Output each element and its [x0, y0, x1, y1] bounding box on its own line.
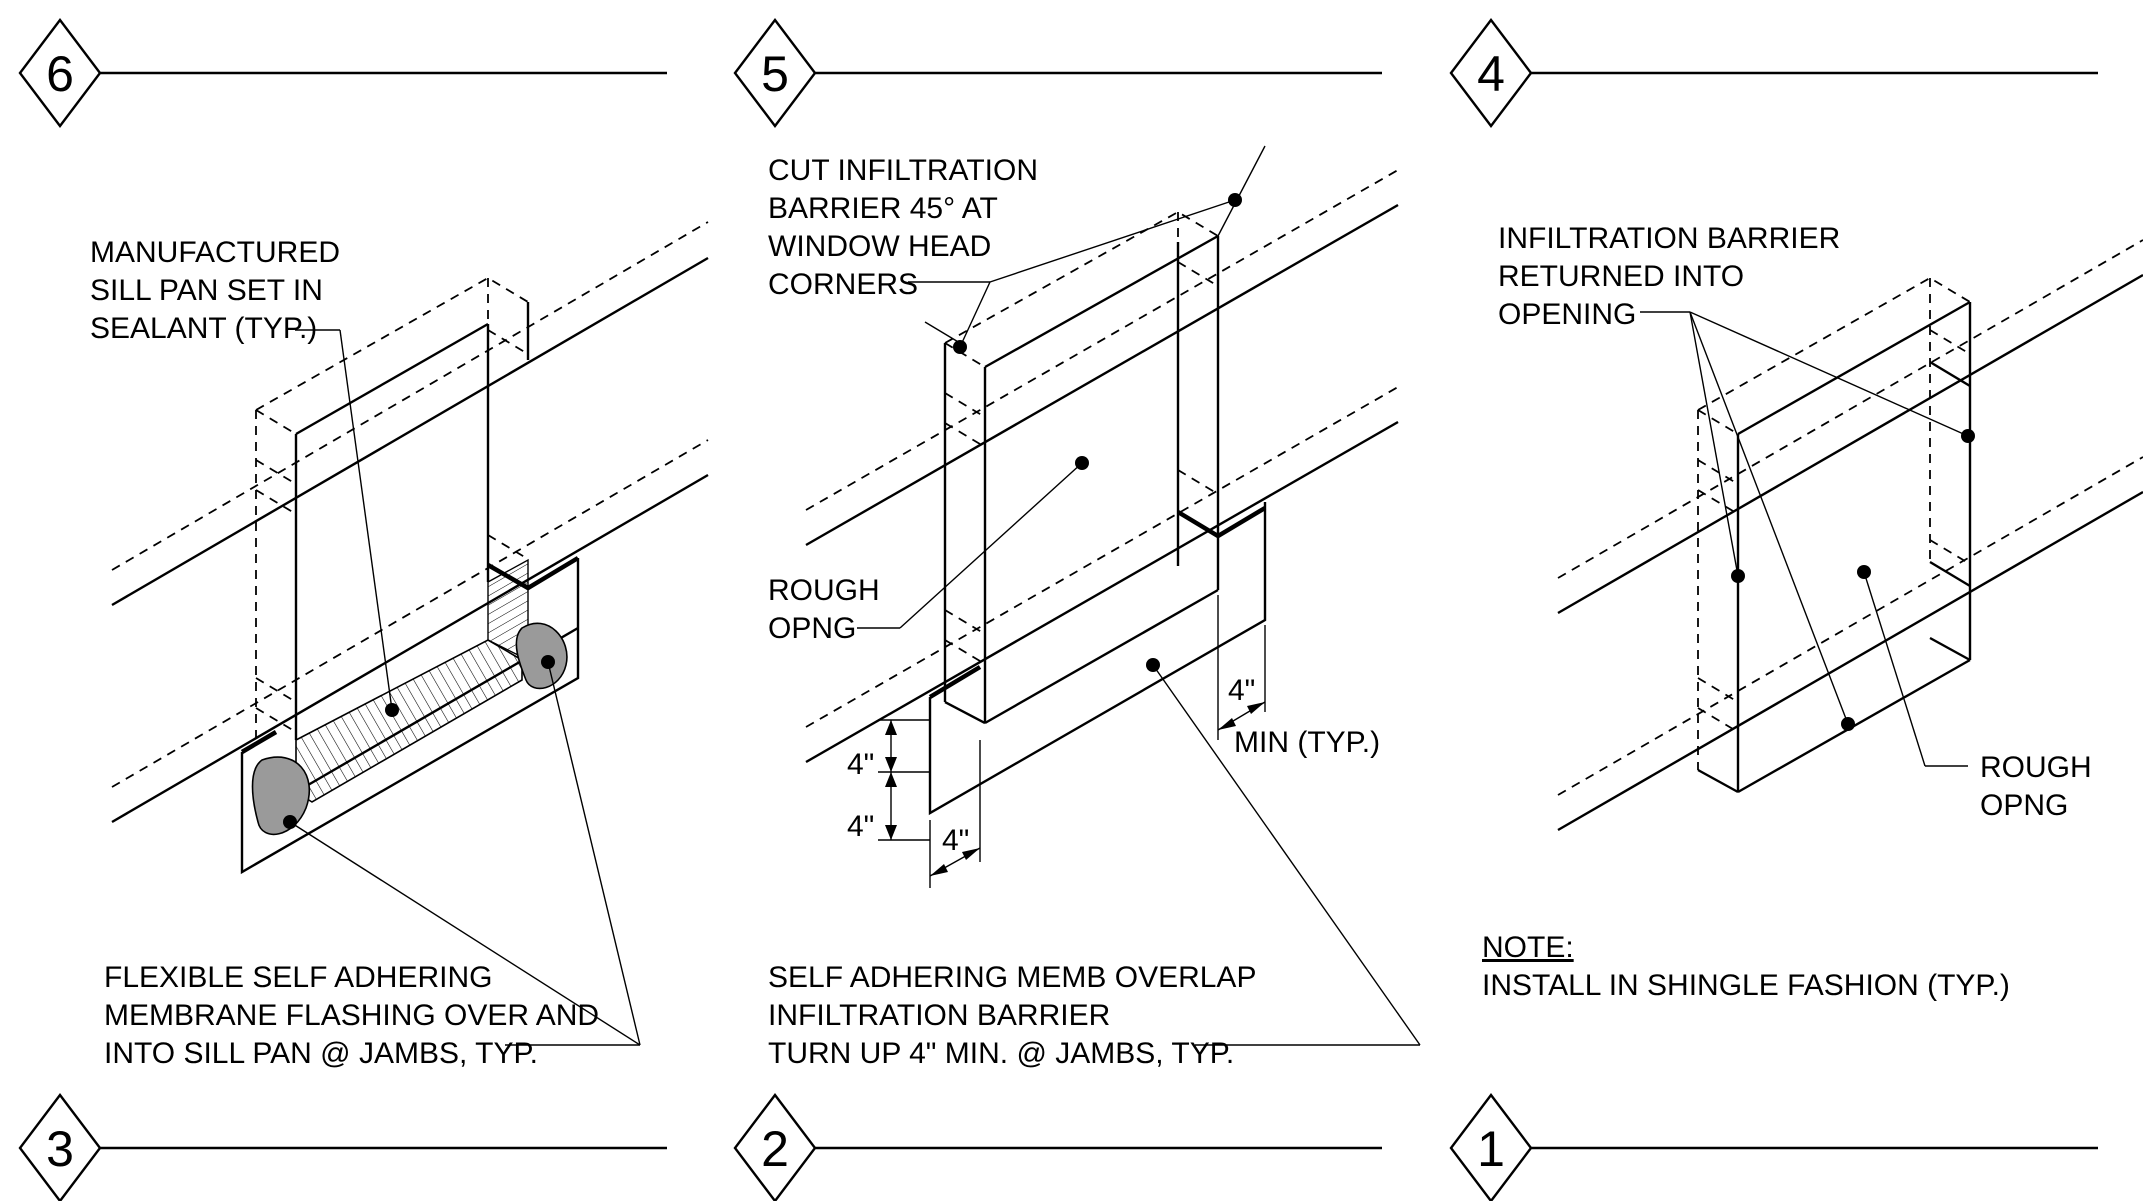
- detail-marker-2: 2: [733, 1093, 1382, 1201]
- barrier-return-drawing: [1557, 239, 2143, 832]
- note-membrane-overlap: SELF ADHERING MEMB OVERLAP INFILTRATION …: [768, 961, 1256, 1070]
- note-line: SELF ADHERING MEMB OVERLAP: [768, 961, 1256, 994]
- general-note: NOTE: INSTALL IN SHINGLE FASHION (TYP.): [1482, 931, 2010, 1002]
- dimension-text: 4": [847, 810, 874, 843]
- sill-pan-drawing: [111, 221, 709, 1046]
- note-line: MANUFACTURED: [90, 236, 340, 269]
- note-rough-opening-right: ROUGH OPNG: [1980, 751, 2092, 822]
- dimension-text: 4": [1228, 674, 1255, 707]
- note-line: ROUGH: [768, 574, 880, 607]
- detail-number: 6: [46, 46, 74, 102]
- detail-marker-3: 3: [18, 1093, 667, 1201]
- detail-marker-1: 1: [1449, 1093, 2098, 1201]
- dimension-text: 4": [942, 824, 969, 857]
- note-line: SILL PAN SET IN: [90, 274, 323, 307]
- note-heading: NOTE:: [1482, 931, 1574, 964]
- detail-number: 2: [761, 1121, 789, 1177]
- note-line: MEMBRANE FLASHING OVER AND: [104, 999, 599, 1032]
- note-flexible-membrane: FLEXIBLE SELF ADHERING MEMBRANE FLASHING…: [104, 961, 599, 1070]
- note-line: FLEXIBLE SELF ADHERING: [104, 961, 492, 994]
- note-line: OPNG: [768, 612, 856, 645]
- dimension-text: MIN (TYP.): [1234, 726, 1380, 759]
- note-line: OPNG: [1980, 789, 2068, 822]
- head-barrier-drawing: [805, 145, 1421, 1046]
- detail-marker-5: 5: [733, 18, 1382, 128]
- detail-number: 4: [1477, 46, 1505, 102]
- note-line: INSTALL IN SHINGLE FASHION (TYP.): [1482, 969, 2010, 1002]
- note-cut-barrier: CUT INFILTRATION BARRIER 45° AT WINDOW H…: [768, 154, 1038, 301]
- detail-marker-4: 4: [1449, 18, 2098, 128]
- note-line: CUT INFILTRATION: [768, 154, 1038, 187]
- note-barrier-returned: INFILTRATION BARRIER RETURNED INTO OPENI…: [1498, 222, 1840, 331]
- note-line: RETURNED INTO: [1498, 260, 1744, 293]
- note-line: INFILTRATION BARRIER: [1498, 222, 1840, 255]
- note-line: SEALANT (TYP.): [90, 312, 317, 345]
- detail-number: 5: [761, 46, 789, 102]
- note-manufactured-sill-pan: MANUFACTURED SILL PAN SET IN SEALANT (TY…: [90, 236, 340, 345]
- detail-marker-6: 6: [18, 18, 667, 128]
- note-rough-opening: ROUGH OPNG: [768, 574, 880, 645]
- dimension-text: 4": [847, 748, 874, 781]
- note-line: CORNERS: [768, 268, 918, 301]
- note-line: INFILTRATION BARRIER: [768, 999, 1110, 1032]
- note-line: TURN UP 4" MIN. @ JAMBS, TYP.: [768, 1037, 1234, 1070]
- dimension-labels: 4" 4" 4" 4" MIN (TYP.): [847, 674, 1380, 857]
- note-line: BARRIER 45° AT: [768, 192, 998, 225]
- detail-number: 3: [46, 1121, 74, 1177]
- note-line: ROUGH: [1980, 751, 2092, 784]
- note-line: OPENING: [1498, 298, 1636, 331]
- note-line: INTO SILL PAN @ JAMBS, TYP.: [104, 1037, 538, 1070]
- detail-number: 1: [1477, 1121, 1505, 1177]
- note-line: WINDOW HEAD: [768, 230, 991, 263]
